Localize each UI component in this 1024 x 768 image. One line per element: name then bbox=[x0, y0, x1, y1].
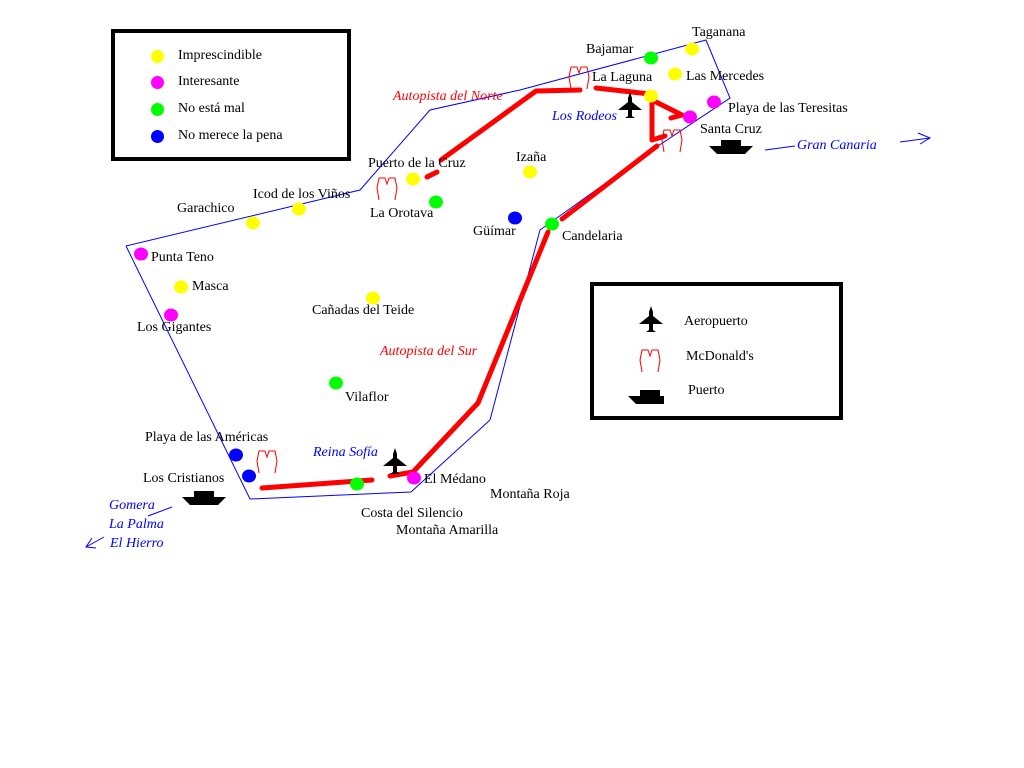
place-label: Las Mercedes bbox=[686, 69, 765, 84]
ship-icon bbox=[628, 390, 664, 404]
yellow-dot-icon bbox=[151, 49, 164, 63]
place-label: Cañadas del Teide bbox=[312, 303, 415, 318]
airport-label: Reina Sofía bbox=[313, 445, 378, 460]
green-dot-icon bbox=[151, 102, 164, 116]
place-dot bbox=[508, 211, 522, 225]
place-dot bbox=[246, 216, 260, 230]
place-label: Candelaria bbox=[562, 229, 623, 244]
place-label: Puerto de la Cruz bbox=[368, 156, 466, 171]
place-label: Güímar bbox=[473, 224, 516, 239]
place-dot bbox=[242, 469, 256, 483]
ship-icon bbox=[182, 491, 226, 505]
place-dot bbox=[523, 165, 537, 179]
airplane-icon bbox=[618, 92, 642, 118]
place-dot bbox=[229, 448, 243, 462]
airplane-icon bbox=[383, 448, 407, 474]
place-dot bbox=[407, 471, 421, 485]
place-label: Vilaflor bbox=[345, 390, 389, 405]
legend-item: Interesante bbox=[151, 74, 239, 90]
legend-item: No merece la pena bbox=[151, 128, 283, 144]
place-label: Los Gigantes bbox=[137, 320, 212, 335]
magenta-dot-icon bbox=[151, 75, 164, 89]
place-dot bbox=[545, 217, 559, 231]
place-dot bbox=[174, 280, 188, 294]
legend-label: No está mal bbox=[178, 101, 245, 116]
place-label: Playa de las Teresitas bbox=[728, 101, 848, 116]
place-dot bbox=[429, 195, 443, 209]
legend-categories: Imprescindible Interesante No está mal N… bbox=[111, 29, 351, 161]
legend-label: Interesante bbox=[178, 74, 240, 89]
island-outline bbox=[125, 39, 731, 500]
place-dot bbox=[350, 477, 364, 491]
airplane-icon bbox=[639, 306, 663, 332]
place-dot bbox=[668, 67, 682, 81]
place-label: Playa de las Américas bbox=[145, 430, 269, 445]
legend-label: Imprescindible bbox=[178, 48, 262, 63]
ferry-label: El Hierro bbox=[110, 536, 164, 551]
mcdonalds-icon bbox=[639, 349, 661, 373]
place-label: Icod de los Viños bbox=[253, 187, 351, 202]
autopista-del-sur bbox=[259, 94, 685, 491]
place-dot bbox=[644, 51, 658, 65]
place-label: Punta Teno bbox=[151, 250, 214, 265]
place-dot bbox=[707, 95, 721, 109]
place-dot bbox=[683, 110, 697, 124]
legend-label: Puerto bbox=[688, 383, 725, 398]
place-dot bbox=[164, 308, 178, 322]
legend-label: Aeropuerto bbox=[684, 314, 748, 329]
legend-label: McDonald's bbox=[686, 349, 754, 364]
place-label: Bajamar bbox=[586, 42, 634, 57]
place-label: Santa Cruz bbox=[700, 122, 762, 137]
airport-label: Los Rodeos bbox=[552, 109, 617, 124]
place-label: Montaña Roja bbox=[490, 487, 570, 502]
place-dot bbox=[644, 89, 658, 103]
place-dot bbox=[292, 202, 306, 216]
blue-dot-icon bbox=[151, 129, 164, 143]
legend-icons: Aeropuerto McDonald's Puerto bbox=[590, 282, 843, 420]
legend-label: No merece la pena bbox=[178, 128, 283, 143]
mcdonalds-icon bbox=[568, 66, 590, 90]
place-label: Izaña bbox=[516, 150, 547, 165]
ferry-route-west-islands bbox=[85, 506, 173, 549]
place-dot bbox=[685, 42, 699, 56]
mcdonalds-icon bbox=[376, 177, 398, 201]
mcdonalds-icon bbox=[256, 450, 278, 474]
ferry-label: Gran Canaria bbox=[797, 138, 877, 153]
ferry-label: La Palma bbox=[109, 517, 164, 532]
place-label: Garachico bbox=[177, 201, 235, 216]
place-label: Costa del Silencio bbox=[361, 506, 463, 521]
place-label: Los Cristianos bbox=[143, 471, 225, 486]
place-dot bbox=[329, 376, 343, 390]
autopista-del-norte bbox=[424, 85, 653, 180]
place-label: Montaña Amarilla bbox=[396, 523, 499, 538]
place-label: El Médano bbox=[424, 472, 486, 487]
place-dot bbox=[366, 291, 380, 305]
ship-icon bbox=[709, 140, 753, 154]
road-label-south: Autopista del Sur bbox=[380, 344, 478, 359]
ferry-label: Gomera bbox=[109, 498, 155, 513]
place-dot bbox=[406, 172, 420, 186]
legend-item: No está mal bbox=[151, 101, 245, 117]
place-label: Masca bbox=[192, 279, 229, 294]
ferry-route-gran-canaria bbox=[764, 132, 932, 151]
place-label: La Laguna bbox=[592, 70, 653, 85]
place-label: Taganana bbox=[692, 25, 746, 40]
place-dot bbox=[134, 247, 148, 261]
legend-item: Imprescindible bbox=[151, 48, 262, 64]
road-label-north: Autopista del Norte bbox=[393, 89, 503, 104]
place-label: La Orotava bbox=[370, 206, 434, 221]
